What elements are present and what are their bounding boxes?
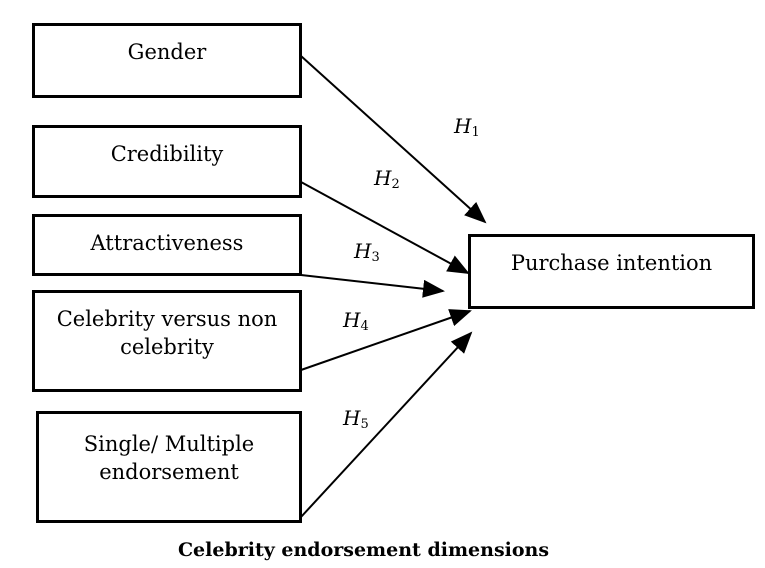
box-attractiveness: Attractiveness (32, 214, 302, 276)
hypothesis-label-h4: H4 (343, 310, 369, 337)
diagram-caption: Celebrity endorsement dimensions (177, 539, 550, 561)
label-credibility: Credibility (110, 142, 224, 166)
label-attractiveness: Attractiveness (90, 231, 244, 255)
hypothesis-letter: H (354, 239, 372, 263)
box-single-multiple-endorsement: Single/ Multiple endorsement (36, 411, 302, 523)
hypothesis-label-h3: H3 (354, 241, 380, 268)
arrow-h2 (300, 181, 470, 274)
arrow-h5 (300, 331, 473, 518)
hypothesis-label-h1: H1 (454, 116, 480, 143)
hypothesis-letter: H (454, 114, 472, 138)
hypothesis-letter: H (374, 166, 392, 190)
arrow-h1 (300, 55, 487, 224)
label-celebrity-vs-non-celebrity: Celebrity versus non celebrity (56, 307, 278, 359)
arrow-h3 (300, 274, 445, 298)
box-purchase-intention: Purchase intention (468, 234, 755, 309)
hypothesis-letter: H (343, 406, 361, 430)
hypothesis-index: 4 (360, 319, 369, 334)
hypothesis-label-h5: H5 (343, 408, 369, 435)
box-celebrity-vs-non-celebrity: Celebrity versus non celebrity (32, 290, 302, 392)
hypothesis-index: 1 (471, 125, 480, 140)
arrow-h4 (300, 309, 472, 371)
box-credibility: Credibility (32, 125, 302, 198)
hypothesis-label-h2: H2 (374, 168, 400, 195)
hypothesis-index: 3 (371, 250, 380, 265)
box-gender: Gender (32, 23, 302, 98)
label-gender: Gender (127, 40, 207, 64)
label-purchase-intention: Purchase intention (510, 251, 713, 275)
hypothesis-letter: H (343, 308, 361, 332)
hypothesis-index: 2 (391, 177, 400, 192)
label-single-multiple-endorsement: Single/ Multiple endorsement (83, 432, 255, 484)
hypothesis-index: 5 (360, 417, 369, 432)
